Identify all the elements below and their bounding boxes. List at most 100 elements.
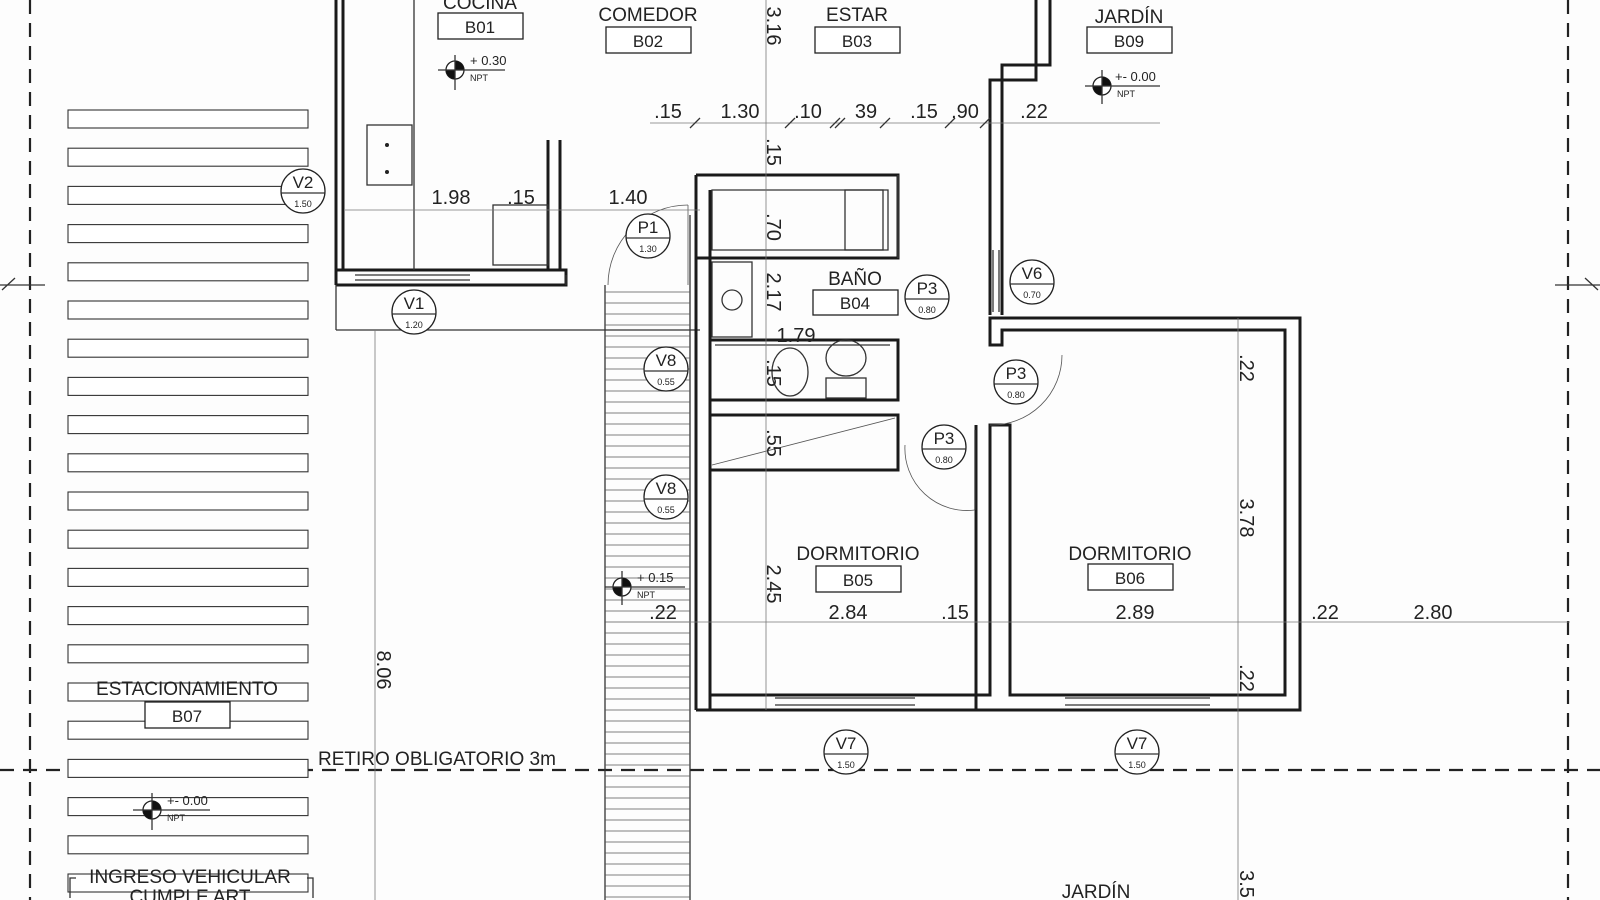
svg-text:.15: .15: [910, 101, 938, 123]
svg-text:3.5: 3.5: [1235, 870, 1257, 898]
svg-text:+ 0.15: + 0.15: [637, 570, 674, 585]
svg-text:B04: B04: [840, 294, 870, 313]
svg-text:1.98: 1.98: [432, 187, 471, 209]
svg-text:ESTAR: ESTAR: [826, 5, 888, 26]
room-label-dormitorio-1: DORMITORIO B05: [796, 544, 920, 593]
opening-tag-v6: V6 0.70: [1009, 259, 1055, 305]
svg-text:JARDÍN: JARDÍN: [1062, 882, 1131, 900]
opening-tag-v7-dormitorio-1: V7 1.50: [823, 729, 869, 775]
parking-stripe: [67, 567, 309, 587]
room-label-cocina: COCINA B01: [437, 0, 524, 40]
svg-text:B07: B07: [172, 707, 202, 726]
svg-text:.15: .15: [762, 359, 784, 387]
svg-text:B06: B06: [1115, 569, 1145, 588]
opening-tag-p3-dormitorio-1: P3 0.80: [921, 424, 967, 470]
svg-text:DORMITORIO: DORMITORIO: [1068, 544, 1191, 565]
level-marker-estacionamiento: +- 0.00 NPT: [133, 793, 210, 830]
room-label-jardin-bottom: JARDÍN: [1062, 882, 1131, 900]
parking-stripe: [67, 109, 309, 129]
svg-text:2.80: 2.80: [1414, 602, 1453, 624]
svg-text:B09: B09: [1114, 32, 1144, 51]
svg-text:2.89: 2.89: [1116, 602, 1155, 624]
opening-tag-p3-bano: P3 0.80: [904, 274, 950, 320]
svg-text:B05: B05: [843, 571, 873, 590]
svg-text:B02: B02: [633, 32, 663, 51]
dimension-chain-kitchen: 1.98 .15 1.40 1.79: [432, 187, 816, 347]
vertical-dimensions: 3.16 .15 .70 2.17 .15 .55 2.45 8.06 .22 …: [372, 7, 1257, 898]
svg-text:.15: .15: [762, 138, 784, 166]
svg-text:BAÑO: BAÑO: [828, 268, 882, 290]
parking-stripe: [67, 491, 309, 511]
level-marker-pasillo: + 0.15 NPT: [605, 570, 685, 605]
svg-text:CUMPLE ART: CUMPLE ART: [129, 887, 250, 900]
svg-text:P3: P3: [917, 279, 938, 298]
svg-text:2.84: 2.84: [829, 602, 868, 624]
svg-text:1.50: 1.50: [294, 199, 312, 209]
svg-text:.22: .22: [1235, 664, 1257, 692]
parking-stripe: [67, 262, 309, 282]
parking-stripe: [67, 835, 309, 855]
svg-text:V8: V8: [656, 479, 677, 498]
parking-stripe: [67, 376, 309, 396]
svg-text:+- 0.00: +- 0.00: [1115, 69, 1156, 84]
room-label-bano: BAÑO B04: [812, 268, 899, 316]
parking-stripe: [67, 338, 309, 358]
svg-text:0.55: 0.55: [657, 505, 675, 515]
svg-text:0.80: 0.80: [935, 455, 953, 465]
opening-tag-v7-dormitorio-2: V7 1.50: [1114, 729, 1160, 775]
svg-text:.22: .22: [649, 602, 677, 624]
svg-text:.15: .15: [507, 187, 535, 209]
room-label-estar: ESTAR B03: [814, 5, 901, 54]
parking-stripe: [67, 185, 309, 205]
svg-text:B01: B01: [465, 18, 495, 37]
svg-text:JARDÍN: JARDÍN: [1095, 7, 1164, 28]
svg-text:P3: P3: [934, 429, 955, 448]
svg-text:2.45: 2.45: [762, 565, 784, 604]
svg-text:NPT: NPT: [167, 813, 186, 823]
svg-text:0.70: 0.70: [1023, 290, 1041, 300]
parking-stripe: [67, 758, 309, 778]
svg-text:.22: .22: [1020, 101, 1048, 123]
svg-text:NPT: NPT: [470, 73, 489, 83]
room-label-jardin-top: JARDÍN B09: [1086, 7, 1173, 54]
parking-stripe: [67, 644, 309, 664]
opening-tag-p3-dormitorio-2: P3 0.80: [993, 359, 1039, 405]
svg-text:.15: .15: [654, 101, 682, 123]
svg-text:.22: .22: [1235, 354, 1257, 382]
svg-text:INGRESO VEHICULAR: INGRESO VEHICULAR: [89, 867, 291, 888]
svg-text:1.30: 1.30: [721, 101, 760, 123]
vehicle-entry-note: INGRESO VEHICULAR CUMPLE ART: [69, 867, 314, 900]
svg-text:V7: V7: [836, 734, 857, 753]
svg-text:.55: .55: [762, 429, 784, 457]
svg-text:1.50: 1.50: [1128, 760, 1146, 770]
svg-text:.90: .90: [951, 101, 979, 123]
parking-stripe: [67, 606, 309, 626]
svg-text:P1: P1: [638, 218, 659, 237]
dimension-chain-bedrooms: .22 2.84 .15 2.89 .22 2.80: [649, 602, 1452, 624]
svg-text:COMEDOR: COMEDOR: [598, 5, 697, 26]
dimension-lines: [345, 0, 1570, 900]
parking-stripe: [67, 224, 309, 244]
svg-text:+ 0.30: + 0.30: [470, 53, 507, 68]
svg-text:0.55: 0.55: [657, 377, 675, 387]
svg-text:V1: V1: [404, 294, 425, 313]
svg-text:.70: .70: [762, 213, 784, 241]
setback-note: RETIRO OBLIGATORIO 3m: [318, 749, 556, 770]
opening-tag-p1: P1 1.30: [625, 213, 671, 259]
svg-text:1.30: 1.30: [639, 244, 657, 254]
room-label-dormitorio-2: DORMITORIO B06: [1068, 544, 1192, 591]
svg-text:1.40: 1.40: [609, 187, 648, 209]
svg-text:P3: P3: [1006, 364, 1027, 383]
svg-text:1.20: 1.20: [405, 320, 423, 330]
svg-text:COCINA: COCINA: [443, 0, 517, 14]
svg-text:V7: V7: [1127, 734, 1148, 753]
opening-tag-v1: V1 1.20: [391, 289, 437, 335]
svg-text:0.80: 0.80: [918, 305, 936, 315]
svg-text:.15: .15: [941, 602, 969, 624]
svg-text:V8: V8: [656, 351, 677, 370]
opening-tag-v8-bano: V8 0.55: [643, 346, 689, 392]
opening-tag-v2: V2 1.50: [280, 168, 326, 214]
opening-tag-v8-dormitorio: V8 0.55: [643, 474, 689, 520]
svg-text:2.17: 2.17: [762, 273, 784, 312]
svg-text:RETIRO OBLIGATORIO 3m: RETIRO OBLIGATORIO 3m: [318, 749, 556, 770]
